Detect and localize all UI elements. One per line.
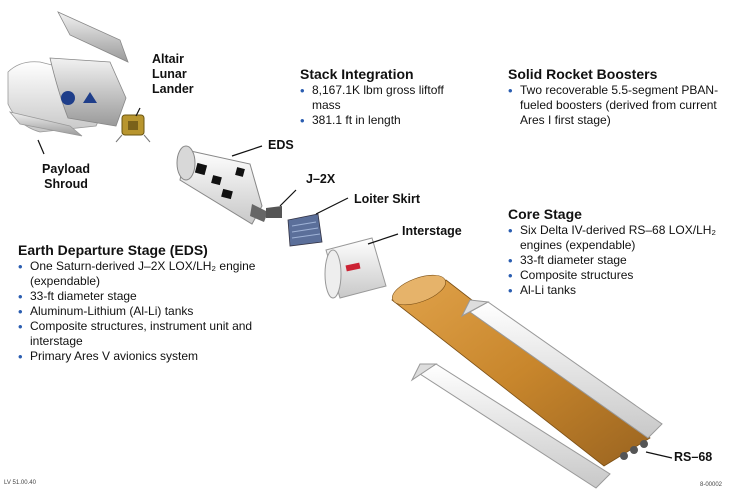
core-bullet: Six Delta IV-derived RS–68 LOX/LH₂ engin…: [508, 223, 725, 253]
loiter-skirt-illustration: [287, 197, 349, 247]
footer-left-code: LV 51.00.40: [4, 480, 36, 486]
payload-shroud-illustration: [7, 11, 129, 155]
core-bullet: 33-ft diameter stage: [508, 253, 728, 268]
stack-integration-section: Stack Integration 8,167.1K lbm gross lif…: [300, 66, 490, 128]
eds-bullet: Aluminum-Lithium (Al-Li) tanks: [18, 304, 268, 319]
solid-rocket-booster-lower: [410, 363, 611, 489]
altair-lander-illustration: [115, 107, 151, 143]
stack-bullet: 8,167.1K lbm gross liftoff mass: [300, 83, 452, 113]
core-stage-title: Core Stage: [508, 206, 582, 222]
eds-section-title: Earth Departure Stage (EDS): [18, 242, 208, 258]
rs68-engines-illustration: [620, 440, 673, 460]
srb-bullet: Two recoverable 5.5-segment PBAN-fueled …: [508, 83, 720, 128]
j2x-nozzle-illustration: [266, 189, 297, 218]
j2x-label: J–2X: [306, 172, 336, 186]
eds-bullet: 33-ft diameter stage: [18, 289, 268, 304]
core-bullet: Al-Li tanks: [508, 283, 728, 298]
interstage-label: Interstage: [402, 224, 462, 238]
rs68-label: RS–68: [674, 450, 713, 464]
core-stage-section: Core Stage Six Delta IV-derived RS–68 LO…: [508, 206, 728, 298]
core-bullet: Composite structures: [508, 268, 728, 283]
srb-section: Solid Rocket Boosters Two recoverable 5.…: [508, 66, 728, 128]
solid-rocket-booster-upper: [460, 299, 663, 439]
stack-bullet: 381.1 ft in length: [300, 113, 490, 128]
interstage-illustration: [324, 233, 399, 299]
eds-label: EDS: [268, 138, 294, 152]
eds-bullet: Composite structures, instrument unit an…: [18, 319, 260, 349]
eds-bullet: Primary Ares V avionics system: [18, 349, 268, 364]
core-stage-illustration: [391, 274, 651, 467]
loiter-skirt-label: Loiter Skirt: [354, 192, 420, 206]
eds-illustration: [176, 145, 268, 225]
srb-title: Solid Rocket Boosters: [508, 66, 658, 82]
eds-section: Earth Departure Stage (EDS) One Saturn-d…: [18, 242, 268, 364]
footer-right-code: 8-00002: [700, 482, 723, 488]
eds-bullet: One Saturn-derived J–2X LOX/LH₂ engine (…: [18, 259, 260, 289]
stack-integration-title: Stack Integration: [300, 66, 414, 82]
